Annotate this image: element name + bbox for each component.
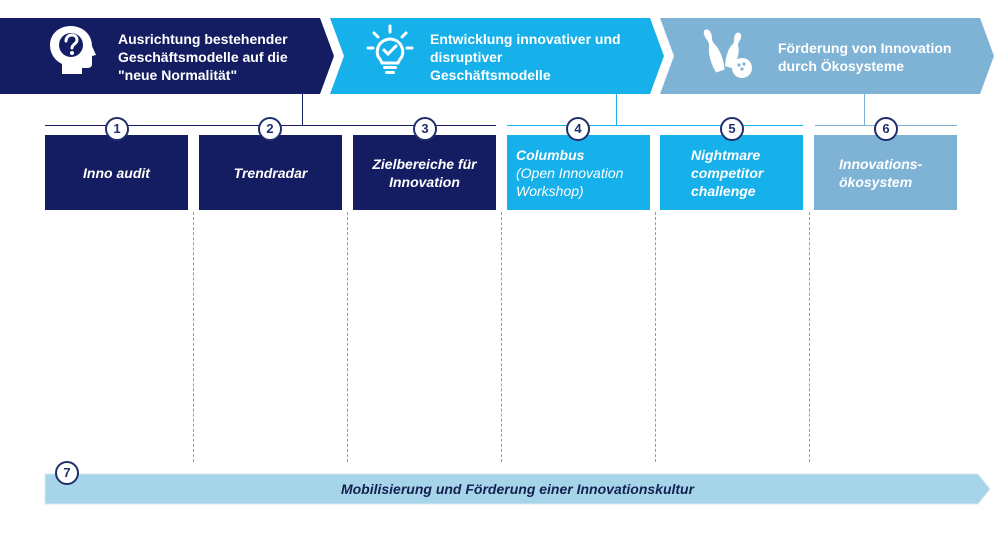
culture-label: Mobilisierung und Förderung einer Innova… [340,481,695,497]
column-divider [809,212,810,462]
step-3-label: Zielbereiche für Innovation [372,155,477,190]
step-1-box[interactable]: Inno audit [45,135,188,210]
step-4-box[interactable]: Columbus (Open Innovation Workshop) [507,135,650,210]
phase-1-connector [302,94,303,125]
phase-3-title: Förderung von Innovation durch Ökosystem… [778,40,952,74]
phase-1-title: Ausrichtung bestehender Geschäftsmodelle… [118,31,288,83]
step-3-box[interactable]: Zielbereiche für Innovation [353,135,496,210]
step-2-badge: 2 [258,117,282,141]
phase-chevrons [0,18,994,94]
step-4-label: Columbus (Open Innovation Workshop) [516,146,624,199]
step-2-label: Trendradar [233,164,308,181]
phase-2-chevron [330,18,664,94]
group-2-bracket [507,125,803,126]
step-6-badge: 6 [874,117,898,141]
column-divider [655,212,656,462]
step-4-badge: 4 [566,117,590,141]
step-5-box[interactable]: Nightmare competitor challenge [660,135,803,210]
step-5-label: Nightmare competitor challenge [691,146,764,199]
phase-3-connector [864,94,865,125]
head-question-icon [50,26,96,74]
step-6-label: Innovations- ökosystem [839,155,923,190]
bowling-icon [703,29,752,78]
step-3-badge: 3 [413,117,437,141]
column-divider [347,212,348,462]
step-6-box[interactable]: Innovations- ökosystem [814,135,957,210]
column-divider [501,212,502,462]
step-1-label: Inno audit [83,164,150,181]
phase-2-connector [616,94,617,125]
step-1-badge: 1 [105,117,129,141]
column-divider [193,212,194,462]
step-5-badge: 5 [720,117,744,141]
step-7-badge: 7 [55,461,79,485]
step-2-box[interactable]: Trendradar [199,135,342,210]
lightbulb-check-icon [366,24,414,74]
culture-arrow-band [44,473,991,505]
phase-2-title: Entwicklung innovativer und disruptiver … [430,31,621,83]
